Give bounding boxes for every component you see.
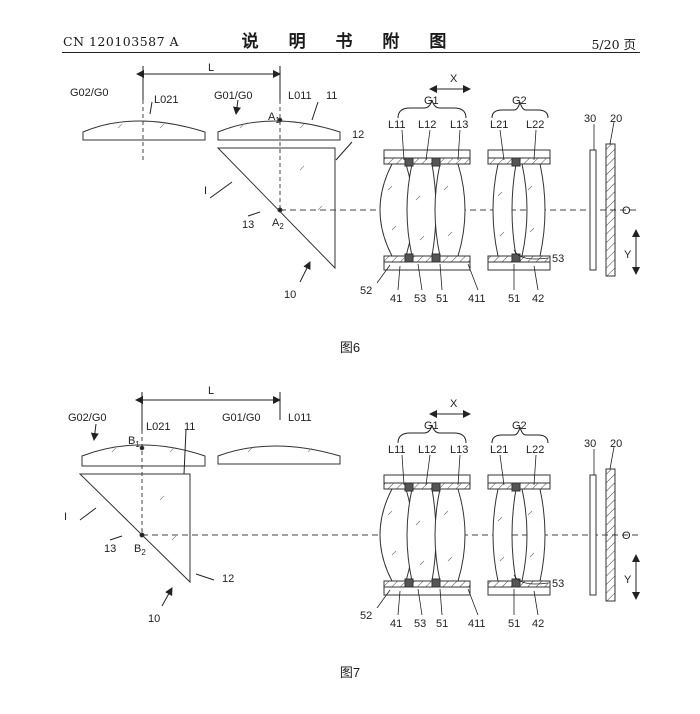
fig6-label-51: 51 [436, 293, 448, 305]
figure-7 [78, 392, 640, 615]
fig6-label-52: 52 [360, 285, 372, 297]
fig6-label-12: 12 [352, 129, 364, 141]
fig6-label-L21: L21 [490, 119, 508, 131]
fig7-label-12: 12 [222, 573, 234, 585]
fig7-label-L13: L13 [450, 444, 468, 456]
fig7-label-B2: B2 [134, 543, 146, 557]
figure-6 [82, 66, 640, 290]
patent-number: CN 120103587 A [63, 34, 180, 49]
fig6-label-13: 13 [242, 219, 254, 231]
fig7-label-L21: L21 [490, 444, 508, 456]
fig6-label-53: 53 [414, 293, 426, 305]
fig7-label-O: O [622, 530, 631, 542]
fig7-label-42: 42 [532, 618, 544, 630]
fig7-label-G01G0: G01/G0 [222, 412, 261, 424]
fig7-label-L12: L12 [418, 444, 436, 456]
fig6-label-G01G0: G01/G0 [214, 90, 253, 102]
fig7-label-11: 11 [184, 421, 195, 433]
header-rule [62, 52, 640, 54]
fig7-label-Y: Y [624, 574, 632, 586]
fig7-label-53: 53 [414, 618, 426, 630]
fig6-label-G1: G1 [424, 95, 439, 107]
fig6-label-G2: G2 [512, 95, 527, 107]
page-title: 说 明 书 附 图 [241, 32, 459, 52]
fig6-label-L11: L11 [388, 119, 406, 131]
fig6-label-I: I [204, 185, 207, 197]
fig7-label-L11: L11 [388, 444, 406, 456]
fig6-label-20: 20 [610, 113, 622, 125]
fig7-label-L021: L021 [146, 421, 170, 433]
figure-6-caption: 图6 [339, 340, 361, 355]
fig7-label-G2: G2 [512, 420, 527, 432]
fig7-label-10: 10 [148, 613, 160, 625]
fig7-label-53-right: 53 [552, 578, 564, 590]
fig6-label-11: 11 [326, 90, 337, 102]
fig6-label-51b: 51 [508, 293, 520, 305]
fig6-label-Y: Y [624, 249, 632, 261]
fig7-label-I: I [64, 511, 67, 523]
fig7-label-41: 41 [390, 618, 402, 630]
fig6-label-O: O [622, 205, 631, 217]
fig6-label-10: 10 [284, 289, 296, 301]
fig7-label-13: 13 [104, 543, 116, 555]
fig6-label-L22: L22 [526, 119, 544, 131]
fig6-label-L13: L13 [450, 119, 468, 131]
fig6-label-X: X [450, 73, 458, 85]
fig7-label-52: 52 [360, 610, 372, 622]
fig7-label-B1: B1 [128, 435, 140, 449]
page-number: 5/20 页 [591, 37, 636, 52]
fig6-label-30: 30 [584, 113, 596, 125]
fig6-label-53-right: 53 [552, 253, 564, 265]
fig6-label-42: 42 [532, 293, 544, 305]
fig6-label-L021: L021 [154, 94, 178, 106]
fig6-label-A1: A1 [268, 111, 280, 125]
fig6-label-41: 41 [390, 293, 402, 305]
fig7-label-X: X [450, 398, 458, 410]
fig7-label-G1: G1 [424, 420, 439, 432]
fig7-label-L22: L22 [526, 444, 544, 456]
figure-7-caption: 图7 [339, 665, 361, 680]
fig7-label-G02G0: G02/G0 [68, 412, 107, 424]
fig7-label-20: 20 [610, 438, 622, 450]
fig7-label-411: 411 [468, 618, 486, 630]
fig7-label-30: 30 [584, 438, 596, 450]
fig7-label-L: L [208, 385, 214, 397]
fig6-label-G02G0: G02/G0 [70, 87, 109, 99]
fig6-label-L12: L12 [418, 119, 436, 131]
fig6-label-L011: L011 [288, 90, 312, 102]
fig6-label-A2: A2 [272, 217, 284, 231]
fig6-label-L: L [208, 62, 214, 74]
fig7-label-L011: L011 [288, 412, 312, 424]
fig6-label-411: 411 [468, 293, 486, 305]
fig7-label-51: 51 [436, 618, 448, 630]
fig7-label-51b: 51 [508, 618, 520, 630]
